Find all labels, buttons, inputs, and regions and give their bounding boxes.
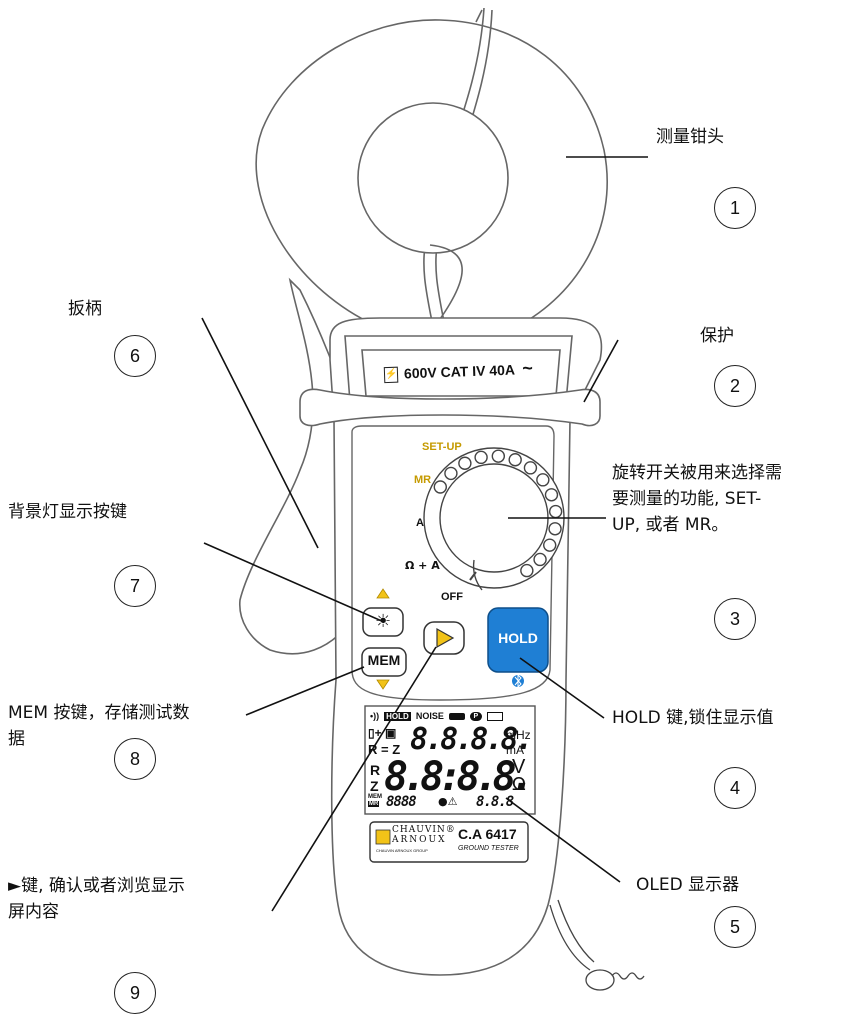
model-number: C.A 6417	[458, 826, 517, 842]
leader-line-8	[245, 666, 365, 716]
leader-line-5	[505, 797, 621, 883]
protection-guard	[299, 388, 601, 427]
callout-number-7: 7	[114, 565, 156, 607]
noise-indicator: NOISE	[415, 711, 444, 721]
switch-knurl	[548, 522, 562, 536]
row2-unit-ohm: Ω	[512, 774, 526, 795]
display-row2: R Z 8.8:8.8. V Ω	[368, 754, 535, 800]
switch-knurl	[543, 538, 557, 552]
rating-value: 600V CAT IV 40A	[403, 361, 515, 382]
brand-text: CHAUVIN® ARNOUX CHAUVIN ARNOUX GROUP C.A…	[376, 825, 526, 861]
leader-lines	[201, 156, 648, 912]
label-hold-key: HOLD 键,锁住显示值	[612, 708, 774, 728]
display-top-row: •)) HOLD NOISE P	[368, 708, 532, 724]
display-row3: MEM MR 8888 ●⚠ 8.8.8	[368, 794, 532, 812]
switch-knurl	[458, 456, 472, 470]
switch-knurl	[544, 488, 559, 502]
callout-number-3: 3	[714, 598, 756, 640]
mem-indicator: MEM	[368, 794, 382, 800]
brand-plate	[369, 821, 529, 863]
row1-digits: 8.8.8.8.	[410, 722, 533, 757]
switch-knurl	[533, 552, 547, 567]
clamp-icon	[448, 712, 465, 720]
switch-pos-off: OFF	[441, 591, 463, 603]
row2-unit-v: V	[512, 756, 526, 778]
display-content: •)) HOLD NOISE P R = Z ▯+ ▣ 8.8.8.8. mHz…	[368, 708, 535, 812]
switch-knurl	[523, 461, 538, 475]
switch-knurl	[520, 563, 534, 578]
callout-number-1: 1	[714, 187, 756, 229]
brand-name-1: CHAUVIN®	[392, 825, 456, 835]
callout-number-8: 8	[114, 738, 156, 780]
label-enter-key: ►键, 确认或者浏览显示 屏内容	[8, 876, 185, 922]
display-row1: R = Z ▯+ ▣ 8.8.8.8. mHz mA	[368, 722, 533, 760]
switch-pos-mr: MR	[414, 474, 432, 486]
row1-prefix: R = Z	[368, 742, 401, 757]
warning-icons: ●⚠	[438, 795, 458, 808]
wrist-strap	[549, 899, 645, 991]
brand-logo-icon	[375, 829, 391, 845]
switch-knurl	[474, 450, 488, 465]
mr-indicator: MR	[368, 801, 380, 807]
ac-symbol: ~	[521, 357, 534, 379]
measuring-jaw	[255, 7, 608, 333]
p-icon: P	[469, 711, 482, 721]
brand-name-2: ARNOUX	[392, 835, 447, 845]
leader-line-6	[201, 317, 319, 549]
up-arrow-icon	[376, 588, 390, 599]
hold-button-label: HOLD	[498, 630, 538, 646]
switch-pos-a: A	[416, 517, 424, 529]
signal-icon: •))	[370, 711, 380, 721]
callout-number-6: 6	[114, 335, 156, 377]
label-oled-display: OLED 显示器	[636, 875, 740, 895]
backlight-symbol: ☀	[375, 611, 392, 632]
switch-knurl	[444, 466, 458, 481]
label-backlight-key: 背景灯显示按键	[8, 502, 127, 522]
switch-knurl	[491, 449, 506, 463]
hold-indicator: HOLD	[384, 711, 411, 721]
model-sub: GROUND TESTER	[458, 845, 519, 852]
label-trigger: 扳柄	[68, 299, 102, 319]
row2-prefix-r: R	[370, 762, 381, 778]
battery-icon	[486, 711, 503, 721]
leader-line-4	[519, 657, 605, 719]
row2-digits: 8.8:8.8.	[384, 754, 535, 800]
lightning-icon: ⚡	[383, 366, 399, 384]
row1-unit-ma: mA	[506, 743, 524, 757]
label-mem-key: MEM 按键，存储测试数 据	[8, 703, 190, 749]
label-measuring-jaw: 测量钳头	[656, 127, 724, 147]
label-protection: 保护	[700, 326, 734, 346]
callout-number-9: 9	[114, 972, 156, 1014]
play-icon	[436, 627, 455, 649]
brand-sub: CHAUVIN ARNOUX GROUP	[376, 848, 428, 853]
switch-knurl	[508, 453, 522, 467]
switch-pos-ohm-a: Ω + A	[405, 559, 440, 572]
switch-pos-setup: SET-UP	[422, 441, 462, 453]
small-digits: 8.8.8	[476, 794, 514, 810]
rotary-switch	[423, 447, 565, 591]
switch-knurl	[548, 504, 563, 519]
mem-button-label: MEM	[367, 652, 401, 668]
row1-icons: ▯+ ▣	[368, 726, 397, 740]
callout-number-2: 2	[714, 365, 756, 407]
switch-knurl	[536, 473, 550, 487]
callout-number-5: 5	[714, 906, 756, 948]
callout-number-4: 4	[714, 767, 756, 809]
hold-button[interactable]	[487, 607, 549, 673]
leader-line-9	[271, 646, 437, 912]
button-area	[361, 588, 549, 690]
label-rotary-switch: 旋转开关被用来选择需 要测量的功能, SET- UP, 或者 MR。	[612, 463, 782, 535]
row2-prefix-z: Z	[370, 778, 379, 794]
display-screen	[364, 705, 536, 815]
switch-knurl	[433, 480, 448, 494]
leader-line-2	[583, 339, 619, 403]
mem-button[interactable]	[361, 647, 407, 677]
row1-unit-mhz: mHz	[506, 728, 531, 742]
down-arrow-icon	[376, 679, 390, 690]
mem-digits: 8888	[386, 794, 417, 810]
leader-line-7	[203, 542, 385, 623]
